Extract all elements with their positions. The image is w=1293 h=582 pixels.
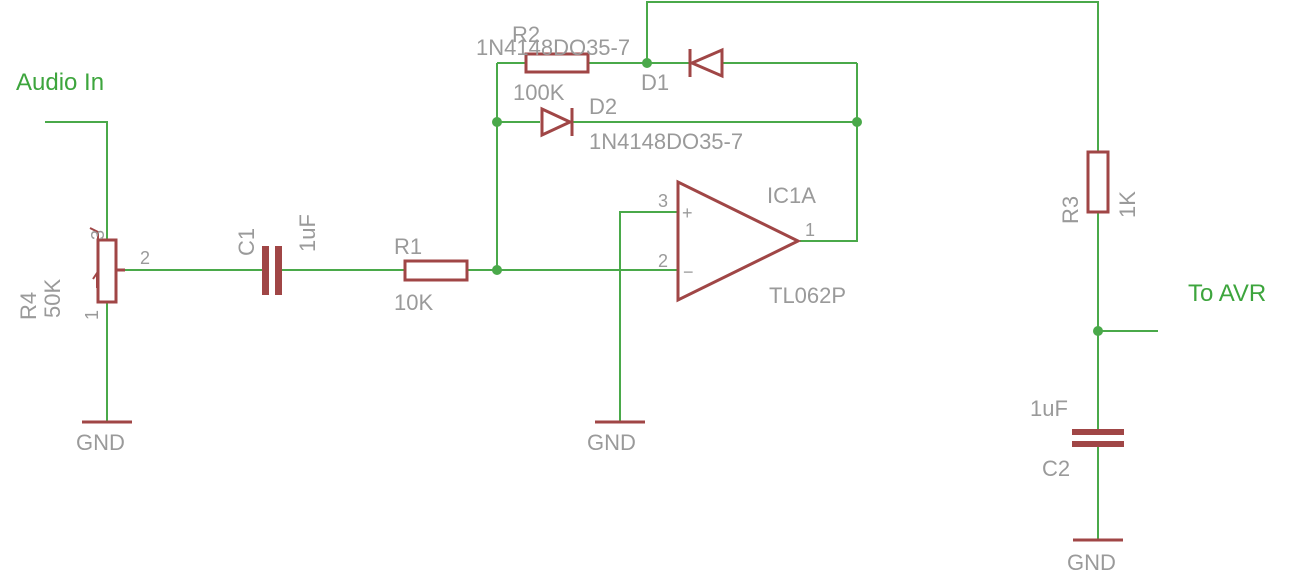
r4-pin2: 2	[140, 248, 150, 268]
gnd-label-ic: GND	[587, 430, 636, 455]
d2-name: D2	[589, 94, 617, 119]
r3-value: 1K	[1115, 191, 1140, 218]
ic1a-pin2: 2	[658, 251, 668, 271]
c1-value: 1uF	[295, 214, 320, 252]
ic1a-name: IC1A	[767, 183, 816, 208]
c2-name: C2	[1042, 456, 1070, 481]
wire-opamp-plus-gnd	[619, 211, 678, 422]
wire-audio-in	[45, 121, 108, 240]
ic1a-value: TL062P	[769, 283, 846, 308]
junction-feedback-top	[492, 117, 502, 127]
net-label-audio-in: Audio In	[16, 69, 104, 96]
wire-feedback-right	[800, 63, 858, 242]
ic1a-pin3: 3	[658, 191, 668, 211]
r4-pin1: 1	[82, 310, 102, 320]
r2-name: R2	[512, 22, 540, 47]
junctions	[492, 58, 1103, 336]
junction-inverting-node	[492, 265, 502, 275]
r2-value: 100K	[513, 80, 565, 105]
r1-value: 10K	[394, 290, 433, 315]
gnd-label-r4: GND	[76, 430, 125, 455]
ic1a-plus: +	[682, 203, 693, 223]
r3-resistor	[1086, 150, 1110, 214]
r2-resistor	[524, 52, 590, 74]
c1-capacitor	[262, 246, 282, 295]
d1-name: D1	[641, 70, 669, 95]
c2-capacitor	[1072, 429, 1124, 447]
wire-d1-to-r3	[646, 1, 1099, 152]
r4-potentiometer	[89, 227, 125, 304]
d1-value: 1N4148DO35-7	[476, 35, 630, 60]
ic1a-opamp	[676, 179, 802, 303]
gnd-label-c2: GND	[1067, 550, 1116, 575]
d2-diode	[540, 106, 574, 138]
ic1a-minus: −	[683, 262, 694, 282]
d2-value: 1N4148DO35-7	[589, 129, 743, 154]
junction-output-node	[1093, 326, 1103, 336]
r4-pin3: 3	[88, 230, 108, 240]
d1-diode	[688, 47, 724, 79]
net-label-to-avr: To AVR	[1188, 280, 1266, 307]
junction-d1-node	[642, 58, 652, 68]
r1-resistor	[403, 259, 469, 282]
r3-name: R3	[1058, 196, 1083, 224]
wires	[45, 1, 1158, 540]
c1-name: C1	[234, 228, 259, 256]
junction-right-node	[852, 117, 862, 127]
ic1a-pin1: 1	[805, 220, 815, 240]
r4-name: R4	[16, 292, 41, 320]
c2-value: 1uF	[1030, 396, 1068, 421]
r1-name: R1	[394, 234, 422, 259]
r4-value: 50K	[40, 279, 65, 318]
